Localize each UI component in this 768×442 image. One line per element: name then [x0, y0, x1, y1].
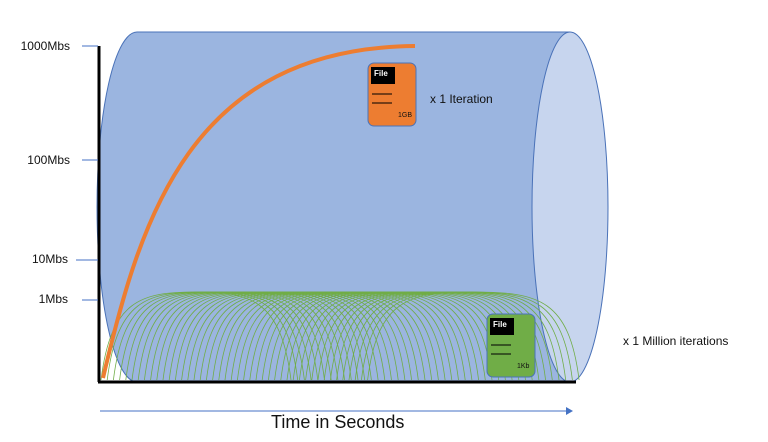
y-tick-label: 1Mbs	[38, 292, 68, 306]
y-tick-label: 10Mbs	[31, 252, 68, 266]
y-tick-label: 100Mbs	[27, 153, 70, 167]
large-file-header: File	[374, 69, 388, 78]
y-tick-label: 1000Mbs	[20, 39, 70, 53]
x-axis-label: Time in Seconds	[271, 412, 405, 432]
large-file-icon	[367, 62, 417, 127]
large-file-size: 1GB	[398, 112, 413, 119]
small-file-caption: x 1 Million iterations	[623, 334, 729, 348]
small-file-size: 1Kb	[517, 363, 530, 370]
time-arrow	[100, 407, 573, 415]
small-file-icon	[486, 313, 536, 378]
large-file-caption: x 1 Iteration	[430, 92, 493, 106]
transfer-arc	[367, 291, 580, 381]
small-transfer-arcs	[100, 291, 580, 381]
large-transfer-curve	[101, 44, 416, 379]
small-file-header: File	[493, 320, 507, 329]
pipe-end	[531, 31, 609, 383]
